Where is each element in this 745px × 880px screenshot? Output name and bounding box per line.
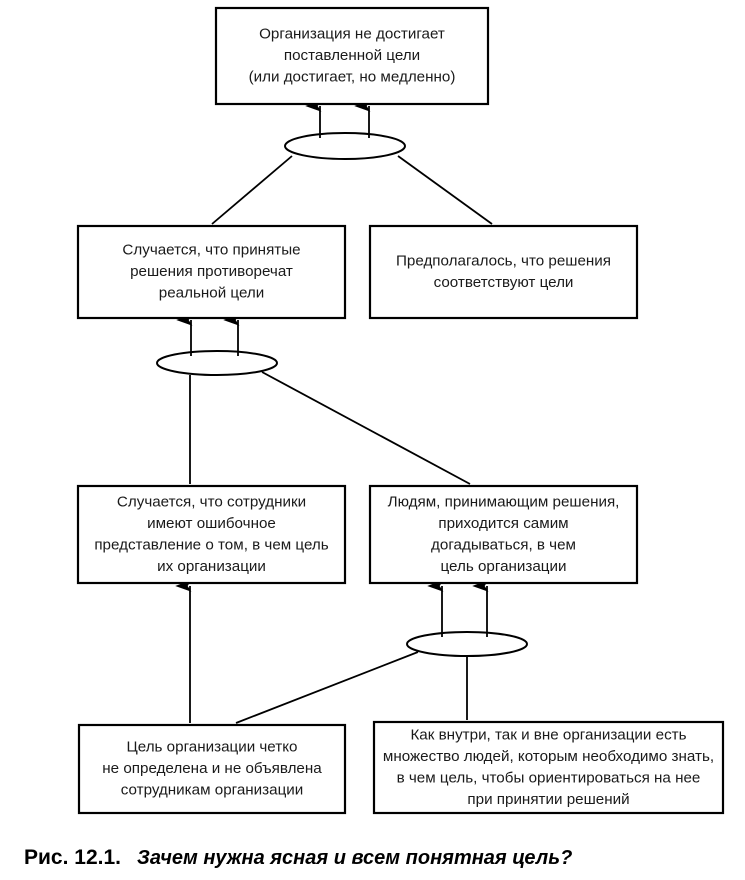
node-goal-not-defined-line-1: Цель организации четко: [127, 739, 298, 756]
node-staff-wrong-understanding-line-3: представление о том, в чем цель: [94, 536, 328, 553]
node-many-people-need-to-know[interactable]: Как внутри, так и вне организации есть мн…: [372, 720, 725, 815]
node-decisions-contradict-goal[interactable]: Случается, что принятые решения противоре…: [76, 224, 347, 320]
and-connector-bottom: [406, 631, 528, 657]
node-outcome-line-1: Организация не достигает: [259, 26, 445, 43]
node-outcome-box[interactable]: [214, 6, 490, 106]
node-decisions-contradict-goal-line-2: решения противоречат: [130, 263, 293, 280]
node-staff-wrong-understanding-line-2: имеют ошибочное: [147, 515, 276, 532]
node-goal-not-defined[interactable]: Цель организации четко не определена и не…: [77, 723, 347, 815]
nodes-layer: Организация не достигает поставленной цел…: [76, 6, 725, 815]
node-decisions-assumed-aligned-box[interactable]: [368, 224, 639, 320]
node-decisions-assumed-aligned[interactable]: Предполагалось, что решения соответствуют…: [368, 224, 639, 320]
and-connector-top: [284, 132, 406, 160]
link-contradict-to-top-ellipse: [211, 155, 293, 225]
node-decisions-contradict-goal-box[interactable]: [76, 224, 347, 320]
arrows-layer: [175, 99, 489, 723]
link-assumed-to-top-ellipse: [397, 155, 493, 225]
node-many-people-need-to-know-line-4: при принятии решений: [467, 791, 629, 808]
node-goal-not-defined-line-3: сотрудникам организации: [121, 782, 304, 799]
node-goal-not-defined-line-2: не определена и не объявлена: [102, 760, 322, 777]
node-outcome[interactable]: Организация не достигает поставленной цел…: [214, 6, 490, 106]
node-staff-wrong-understanding[interactable]: Случается, что сотрудники имеют ошибочное…: [76, 484, 347, 585]
node-decision-makers-guess-box[interactable]: [368, 484, 639, 585]
node-staff-wrong-understanding-line-4: их организации: [157, 558, 266, 575]
node-decisions-assumed-aligned-line-2: соответствуют цели: [434, 274, 574, 291]
link-guess-to-middle-ellipse: [261, 371, 471, 485]
connector-lines-layer: [189, 155, 493, 724]
node-decision-makers-guess-line-1: Людям, принимающим решения,: [388, 493, 620, 510]
figure-caption-label: Рис. 12.1.: [24, 846, 121, 869]
current-reality-tree-diagram: Организация не достигает поставленной цел…: [76, 6, 725, 815]
node-decision-makers-guess-line-2: приходится самим: [438, 515, 568, 532]
figure-caption-text: Зачем нужна ясная и всем понятная цель?: [136, 846, 573, 869]
and-connectors-layer: [156, 132, 528, 657]
node-decision-makers-guess[interactable]: Людям, принимающим решения, приходится са…: [368, 484, 639, 585]
node-many-people-need-to-know-line-2: множество людей, которым необходимо знат…: [383, 748, 714, 765]
node-outcome-line-2: поставленной цели: [284, 47, 420, 64]
node-decision-makers-guess-line-4: цель организации: [441, 558, 567, 575]
node-decisions-assumed-aligned-line-1: Предполагалось, что решения: [396, 252, 611, 269]
and-connector-middle: [156, 350, 278, 376]
node-many-people-need-to-know-line-1: Как внутри, так и вне организации есть: [410, 726, 686, 743]
node-many-people-need-to-know-box[interactable]: [372, 720, 725, 815]
node-goal-not-defined-box[interactable]: [77, 723, 347, 815]
link-goal-to-bottom-ellipse: [235, 651, 419, 724]
node-decision-makers-guess-line-3: догадываться, в чем: [431, 536, 576, 553]
node-staff-wrong-understanding-line-1: Случается, что сотрудники: [117, 493, 306, 510]
node-many-people-need-to-know-line-3: в чем цель, чтобы ориентироваться на нее: [397, 769, 701, 786]
node-staff-wrong-understanding-box[interactable]: [76, 484, 347, 585]
node-decisions-contradict-goal-line-1: Случается, что принятые: [122, 242, 300, 259]
node-outcome-line-3: (или достигает, но медленно): [249, 69, 456, 86]
node-decisions-contradict-goal-line-3: реальной цели: [159, 285, 264, 302]
figure-caption: Рис. 12.1. Зачем нужна ясная и всем поня…: [0, 836, 745, 880]
